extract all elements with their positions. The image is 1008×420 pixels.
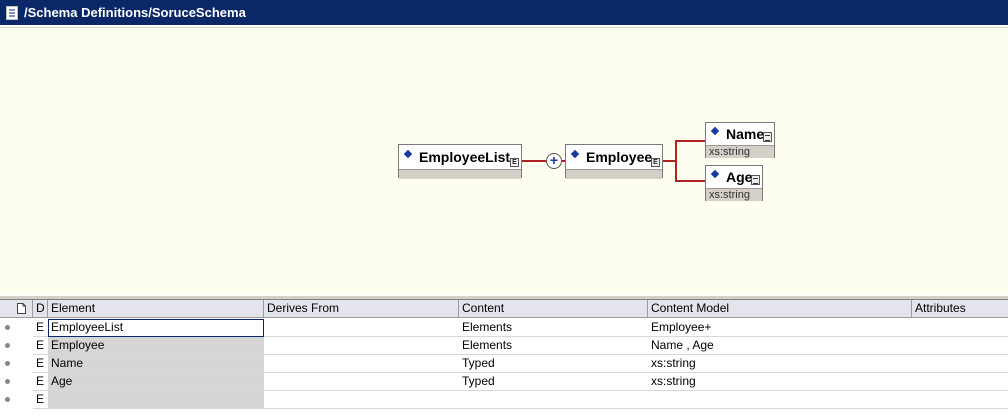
row-attributes[interactable] <box>912 355 1008 373</box>
window-titlebar: /Schema Definitions/SoruceSchema <box>0 0 1008 27</box>
row-bullet-icon <box>5 325 10 330</box>
row-content-model[interactable]: Name , Age <box>648 337 912 355</box>
row-element[interactable]: EmployeeList <box>48 319 264 337</box>
expand-toggle-icon[interactable]: E <box>651 158 660 167</box>
node-label: Employee <box>586 149 653 165</box>
column-header-content[interactable]: Content <box>459 300 648 318</box>
row-element[interactable]: Employee <box>48 337 264 355</box>
row-kind: E <box>33 319 48 337</box>
row-bullet-icon <box>5 397 10 402</box>
element-grid: D Element Derives From Content Content M… <box>0 300 1008 420</box>
row-content[interactable]: Typed <box>459 355 648 373</box>
node-type: xs:string <box>706 145 774 158</box>
row-content[interactable]: Elements <box>459 319 648 337</box>
column-header-content-model[interactable]: Content Model <box>648 300 912 318</box>
connector-to-name <box>675 140 705 142</box>
window-title: /Schema Definitions/SoruceSchema <box>24 5 246 20</box>
table-row[interactable]: E Age Typed xs:string <box>0 373 1008 391</box>
row-element[interactable] <box>48 391 264 409</box>
table-row[interactable]: E Employee Elements Name , Age <box>0 337 1008 355</box>
row-element[interactable]: Age <box>48 373 264 391</box>
node-label: Name <box>726 126 765 142</box>
row-bullet-icon <box>5 379 10 384</box>
row-derives-from[interactable] <box>264 355 459 373</box>
row-attributes[interactable] <box>912 391 1008 409</box>
row-derives-from[interactable] <box>264 319 459 337</box>
connector-sequence-to-child <box>561 160 565 162</box>
row-content-model[interactable]: xs:string <box>648 355 912 373</box>
expand-toggle-icon[interactable]: E <box>510 158 519 167</box>
row-content-model[interactable]: xs:string <box>648 373 912 391</box>
node-name[interactable]: Name xs:string <box>705 122 775 158</box>
table-row[interactable]: E EmployeeList Elements Employee+ <box>0 319 1008 337</box>
connector-child-to-branch <box>663 160 675 162</box>
column-header-attributes[interactable]: Attributes <box>912 300 1008 318</box>
row-content[interactable]: Elements <box>459 337 648 355</box>
pane-splitter[interactable] <box>0 295 1008 300</box>
row-kind: E <box>33 373 48 391</box>
connector-branch-vertical <box>675 140 677 182</box>
element-diamond-icon <box>570 149 580 159</box>
node-footer <box>566 169 662 179</box>
row-kind: E <box>33 355 48 373</box>
node-age[interactable]: Age xs:string <box>705 165 763 201</box>
document-icon <box>17 303 26 314</box>
row-attributes[interactable] <box>912 319 1008 337</box>
row-derives-from[interactable] <box>264 373 459 391</box>
node-label: Age <box>726 169 753 185</box>
row-attributes[interactable] <box>912 337 1008 355</box>
node-footer <box>399 169 521 179</box>
column-header-icon[interactable] <box>0 300 33 318</box>
node-type: xs:string <box>706 188 762 201</box>
row-element[interactable]: Name <box>48 355 264 373</box>
row-attributes[interactable] <box>912 373 1008 391</box>
element-diamond-icon <box>403 149 413 159</box>
row-bullet-icon <box>5 361 10 366</box>
row-derives-from[interactable] <box>264 337 459 355</box>
row-content[interactable]: Typed <box>459 373 648 391</box>
table-row[interactable]: E Name Typed xs:string <box>0 355 1008 373</box>
node-employeelist[interactable]: EmployeeList E <box>398 144 522 179</box>
node-label: EmployeeList <box>419 149 511 165</box>
node-employee[interactable]: Employee E <box>565 144 663 179</box>
sequence-compositor-icon[interactable]: + <box>546 153 562 169</box>
row-content-model[interactable]: Employee+ <box>648 319 912 337</box>
column-header-derives-from[interactable]: Derives From <box>264 300 459 318</box>
table-row-new[interactable]: E <box>0 391 1008 409</box>
row-kind: E <box>33 337 48 355</box>
schema-diagram-canvas[interactable]: + EmployeeList E Employee E Name xs:stri… <box>0 27 1008 295</box>
row-derives-from[interactable] <box>264 391 459 409</box>
type-details-icon[interactable] <box>751 175 760 185</box>
type-details-icon[interactable] <box>763 132 772 142</box>
connector-root-to-sequence <box>522 160 547 162</box>
row-content[interactable] <box>459 391 648 409</box>
element-diamond-icon <box>710 126 720 136</box>
column-header-element[interactable]: Element <box>48 300 264 318</box>
connector-to-age <box>675 180 705 182</box>
schema-document-icon <box>6 5 18 20</box>
element-diamond-icon <box>710 169 720 179</box>
row-content-model[interactable] <box>648 391 912 409</box>
row-bullet-icon <box>5 343 10 348</box>
column-header-d[interactable]: D <box>33 300 48 318</box>
row-kind: E <box>33 391 48 409</box>
